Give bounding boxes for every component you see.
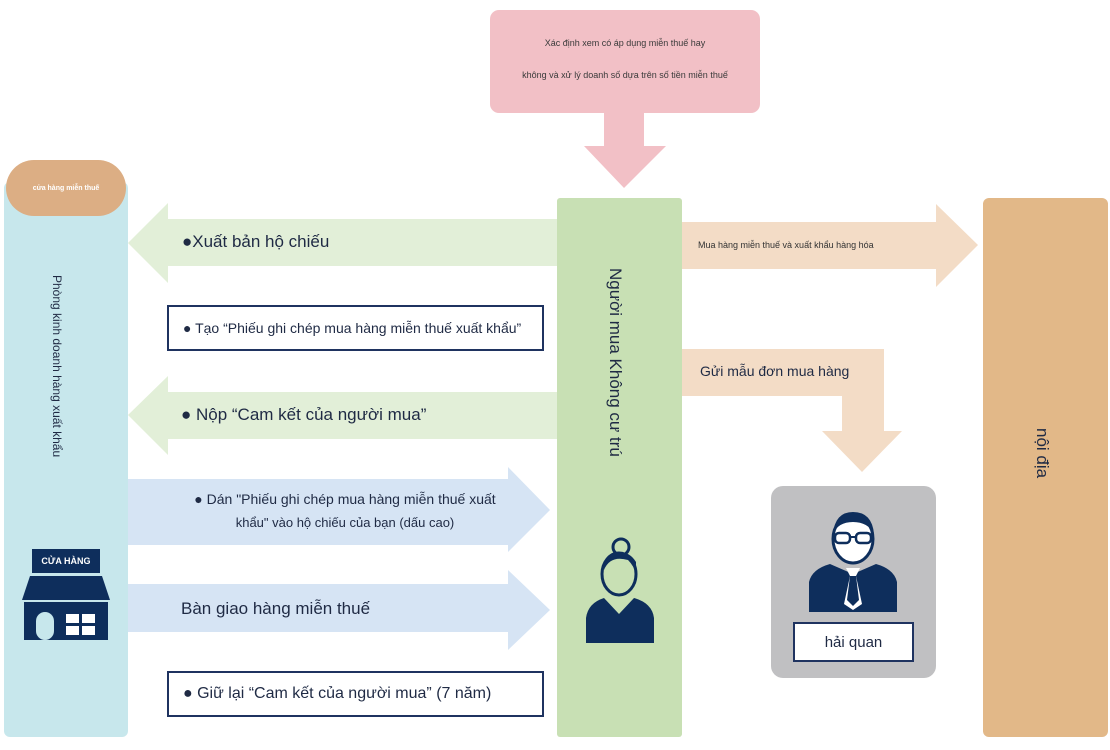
customs-officer-icon <box>809 512 897 612</box>
top-note-line-2: không và xử lý doanh số dựa trên số tiền… <box>522 70 728 80</box>
commitment-label: ● Nộp “Cam kết của người mua” <box>181 405 427 424</box>
domestic-column-bg <box>983 198 1108 737</box>
passport-label: ●Xuất bản hộ chiếu <box>182 232 330 251</box>
store-column-bg <box>4 182 128 737</box>
buyer-person-icon <box>586 537 654 643</box>
shop-icon <box>22 549 110 640</box>
attach-label-line-2: khẩu" vào hộ chiếu của bạn (dấu cao) <box>235 515 455 530</box>
form-label: Gửi mẫu đơn mua hàng <box>700 363 850 379</box>
store-column-title: Phòng kinh doanh hàng xuất khẩu <box>50 275 64 458</box>
passport-arrow <box>128 203 557 283</box>
record-form-box: ● Tạo “Phiếu ghi chép mua hàng miễn thuế… <box>167 305 544 351</box>
commitment-arrow <box>128 376 557 455</box>
customs-label: hải quan <box>793 622 914 662</box>
top-note-line-1: Xác định xem có áp dụng miễn thuế hay <box>544 38 706 48</box>
handover-arrow <box>128 570 550 650</box>
keep-commitment-box: ● Giữ lại “Cam kết của người mua” (7 năm… <box>167 671 544 717</box>
buyer-column-title: Người mua Không cư trú <box>606 268 625 457</box>
export-arrow <box>682 204 978 287</box>
attach-label-line-1: ● Dán "Phiếu ghi chép mua hàng miễn thuế… <box>194 491 496 507</box>
top-note-box <box>490 10 760 113</box>
shop-sign: CỬA HÀNG <box>41 556 91 566</box>
duty-free-store-badge: cửa hàng miễn thuế <box>32 184 100 192</box>
down-arrow-pink <box>584 112 666 188</box>
export-label: Mua hàng miễn thuế và xuất khẩu hàng hóa <box>698 240 874 250</box>
attach-arrow <box>128 467 550 552</box>
handover-label: Bàn giao hàng miễn thuế <box>181 599 371 618</box>
domestic-column-title: nội địa <box>1033 428 1052 479</box>
form-arrow <box>682 349 902 472</box>
store-badge-bg <box>6 160 126 216</box>
buyer-column-bg <box>557 198 682 737</box>
